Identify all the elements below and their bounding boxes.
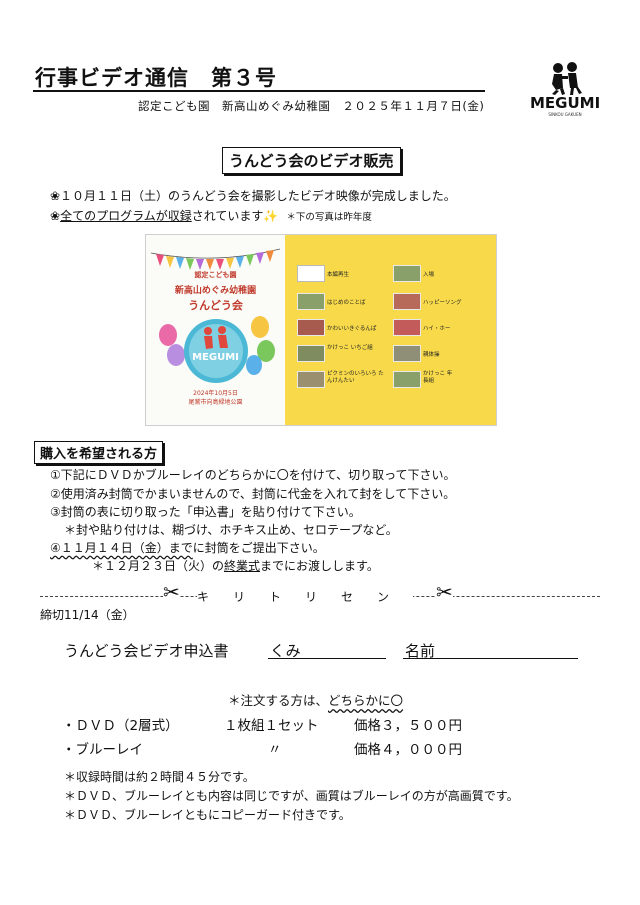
class-field-line[interactable] — [268, 658, 386, 659]
dvd-option-price: 価格３，５００円 — [354, 718, 462, 734]
title-underline — [33, 90, 485, 92]
photo-place-line: 尾鷲市向島緑地公園 — [188, 399, 243, 406]
megumi-logo-icon — [552, 62, 582, 95]
name-label: 名前 — [405, 642, 436, 660]
class-label: くみ — [270, 642, 301, 660]
dvd-option-name[interactable]: ・ＤＶＤ（2層式） — [62, 718, 179, 734]
chapter-label: かけっこ 年長組 — [423, 371, 453, 384]
purchase-step-3: ③封筒の表に切り取った「申込書」を貼り付けて下さい。 — [50, 505, 361, 519]
logo-wordmark: MEGUMI — [530, 94, 601, 112]
intro-underlined: 全てのプログラムが収録 — [60, 209, 192, 223]
bunting-and-balloons-icon — [150, 248, 281, 383]
purchase-step-4: ④１１月１４日（金）までに封筒をご提出下さい。 — [50, 541, 325, 555]
chapter-label: ハッピーソング — [423, 300, 462, 306]
banner-small-text: 認定こども園 — [194, 271, 237, 279]
deadline-underlined: ④１１月１４日（金）まで — [50, 541, 193, 555]
chapter-label: 入場 — [423, 272, 435, 278]
page-title: 行事ビデオ通信 第３号 — [35, 66, 277, 90]
chapter-label: ピクミンのいろいろ たんけんたい — [327, 371, 384, 384]
purchase-step-3-note: ＊封や貼り付けは、糊づけ、ホチキス止め、セロテープなど。 — [64, 523, 398, 537]
photo-logo-text: MEGUMI — [192, 352, 239, 363]
chapter-thumbnail — [393, 371, 421, 388]
chapter-thumbnail — [393, 345, 421, 362]
chapter-thumbnail — [297, 371, 325, 388]
chapter-thumbnail — [393, 293, 421, 310]
note-quality: ＊ＤＶＤ、ブルーレイとも内容は同じですが、画質はブルーレイの方が高画質です。 — [64, 789, 519, 803]
scissors-icon: ✂ — [163, 580, 180, 604]
chapter-label: はじめのことば — [327, 300, 366, 306]
purchase-step-2: ②使用済み封筒でかまいませんので、封筒に代金を入れて封をして下さい。 — [50, 487, 456, 501]
issue-date: ２０２５年１１月７日(金) — [342, 99, 485, 113]
bluray-option-name[interactable]: ・ブルーレイ — [62, 742, 143, 758]
banner-school-text: 新高山めぐみ幼稚園 — [174, 286, 257, 296]
deadline-label: 締切11/14（金） — [40, 608, 135, 622]
section-title: うんどう会のビデオ販売 — [222, 147, 401, 174]
dvd-menu-title-panel: 認定こども園 新高山めぐみ幼稚園 うんどう会 MEGUMI 2024年10月5日… — [146, 235, 285, 425]
form-title: うんどう会ビデオ申込書 — [64, 642, 229, 660]
school-date-line: 認定こども園 新高山めぐみ幼稚園 ２０２５年１１月７日(金) — [138, 98, 484, 114]
chapter-label: かわいいきぐるんぱ — [327, 326, 377, 332]
note-copy-guard: ＊ＤＶＤ、ブルーレイともにコピーガード付きです。 — [64, 808, 351, 822]
dvd-menu-photo: 認定こども園 新高山めぐみ幼稚園 うんどう会 MEGUMI 2024年10月5日… — [145, 234, 497, 426]
bluray-option-qty: 〃 — [268, 742, 282, 758]
note-recording-time: ＊収録時間は約２時間４５分です。 — [64, 770, 255, 784]
chapter-thumbnail — [297, 293, 325, 310]
intro-line-1: ❀１０月１１日（土）のうんどう会を撮影したビデオ映像が完成しました。 — [50, 189, 456, 203]
chapter-thumbnail — [393, 319, 421, 336]
closing-ceremony-underlined: 終業式 — [224, 559, 261, 573]
photo-note: ＊下の写真は昨年度 — [286, 212, 372, 223]
delivery-note: ＊１２月２３日（火）の終業式までにお渡しします。 — [92, 559, 379, 573]
bluray-option-price: 価格４，０００円 — [354, 742, 462, 758]
scissors-icon: ✂ — [436, 580, 453, 604]
banner-event-text: うんどう会 — [188, 299, 243, 312]
dvd-option-qty: １枚組１セット — [224, 718, 319, 734]
chapter-label: 親体操 — [423, 352, 440, 358]
dvd-menu-chapter-panel: 本編再生 入場 はじめのことば ハッピーソング かわいいきぐるんぱ ハイ・ホー … — [285, 235, 496, 425]
chapter-label: 本編再生 — [327, 272, 350, 278]
purchase-heading: 購入を希望される方 — [34, 441, 164, 464]
chapter-thumbnail — [297, 265, 325, 282]
intro-line-2: ❀全てのプログラムが収録されています✨＊下の写真は昨年度 — [50, 209, 372, 223]
choose-one-underlined: どちらかに〇 — [328, 693, 404, 708]
chapter-label: ハイ・ホー — [423, 326, 451, 332]
chapter-thumbnail — [297, 345, 325, 362]
chapter-thumbnail — [393, 265, 421, 282]
school-name: 認定こども園 新高山めぐみ幼稚園 — [138, 99, 331, 113]
name-field-line[interactable] — [403, 658, 578, 659]
chapter-thumbnail — [297, 319, 325, 336]
cut-label: キリトリセン — [197, 588, 414, 605]
purchase-step-1: ①下記にＤＶＤかブルーレイのどちらかに〇を付けて、切り取って下さい。 — [50, 468, 456, 482]
logo-subtext: SINKOU GAKUEN — [548, 112, 582, 117]
photo-date-line: 2024年10月5日 — [193, 390, 238, 397]
chapter-label: かけっこ いちご組 — [327, 345, 373, 351]
order-instruction: ＊注文する方は、どちらかに〇 — [228, 693, 404, 708]
